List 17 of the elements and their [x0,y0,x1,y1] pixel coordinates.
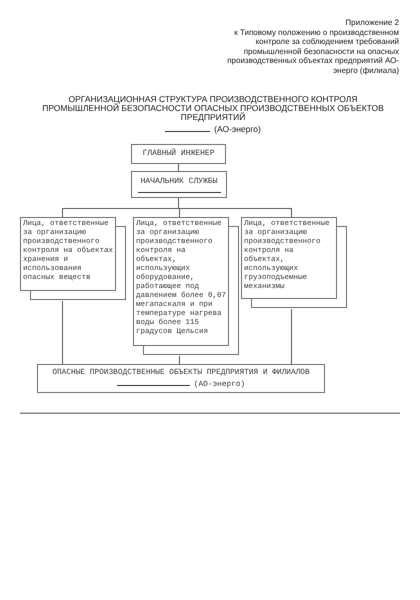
connector-line [178,164,179,172]
responsibility-card [133,217,240,356]
connector-line [62,300,63,364]
job-title: НАЧАЛЬНИК СЛУЖБЫ [140,176,218,186]
diagram-title: ОРГАНИЗАЦИОННАЯ СТРУКТУРА ПРОИЗВОДСТВЕННОГО КОНТРОЛЯ ПРОМЫШЛЕННОЙ БЕЗОПАСНОСТИ ОПАСНЫХ ПРОИЗВОДСТВЕННЫХ ОБЪЕКТОВ ПРЕДПРИЯТИЙ [41,95,385,122]
job-title: ГЛАВНЫЙ ИНЖЕНЕР [142,149,214,159]
responsibility-card [20,217,127,301]
responsibility-card [241,217,348,309]
appendix-number: Приложение 2 [344,18,399,28]
org-box [131,144,226,164]
org-box [37,364,325,393]
connector-line [178,198,292,218]
appendix-note: к Типовому положению о производственном контроле за соблюдением требований промышленной безопасности на опасных производственных объектах предприятий АО-энерго (филиала) [226,28,399,75]
org-box [131,171,227,198]
connector-line [291,308,292,364]
org-form-text: (АО-энерго) [214,124,261,134]
connector-line [179,356,180,364]
